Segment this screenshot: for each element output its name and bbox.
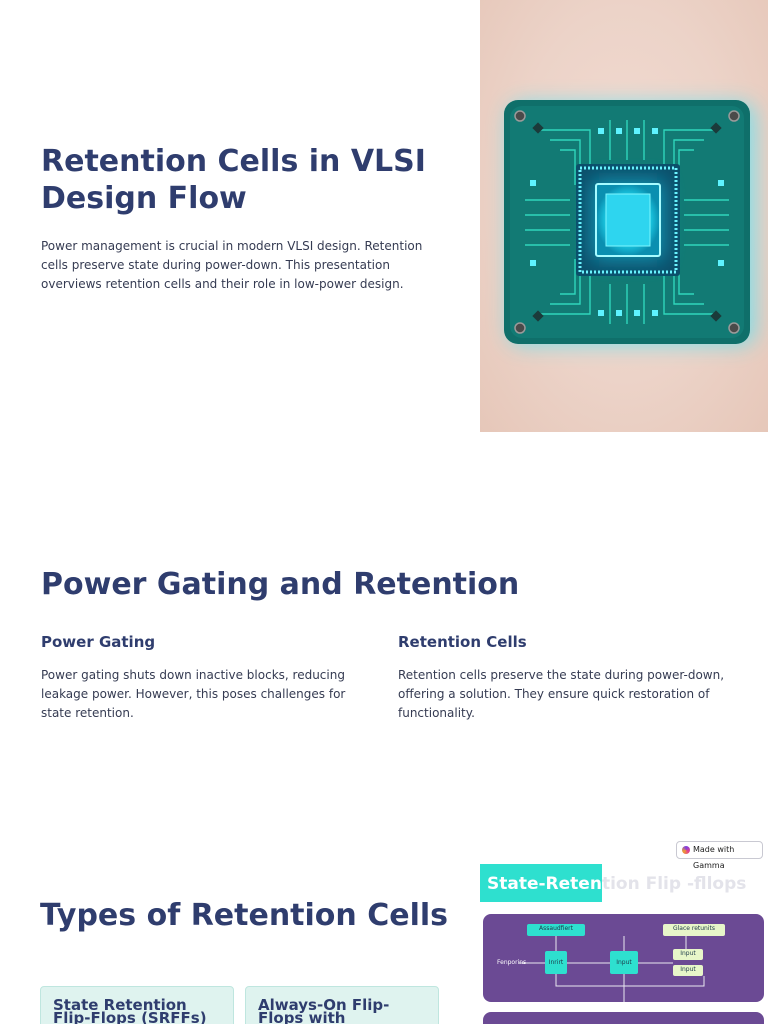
gamma-logo-icon [682,846,690,854]
flip-flop-diagram: Fenporins Assaudfiert Glace retunits Inr… [483,914,764,1002]
card-srff: State Retention Flip-Flops (SRFFs) [40,986,234,1024]
diagram-box-top-right: Glace retunits [663,924,725,936]
made-with-gamma-label: Made with Gamma [693,845,735,870]
figure-heading-bright: State-Reten [487,874,602,894]
slide-title-description: Power management is crucial in modern VL… [41,239,423,291]
flip-flop-diagram-lower [483,1012,764,1024]
chip-illustration [504,100,756,346]
diagram-box-b: Input [610,951,638,974]
card-always-on-flip-flops: Always-On Flip-Flops with Retention Logi… [245,986,439,1024]
state-retention-figure: Made with Gamma State-Retention Flip -fl… [480,836,768,1024]
card-always-on-label: Always-On Flip-Flops with Retention Logi… [258,996,391,1024]
made-with-gamma-badge[interactable]: Made with Gamma [676,841,763,870]
figure-heading-faded: tion Flip -fllops [601,874,747,894]
diagram-box-a: Inrirt [545,951,567,974]
figure-heading-highlight [480,864,602,902]
diagram-connectors [519,936,705,1002]
slide-power-gating-heading: Power Gating and Retention [41,567,520,602]
retention-cells-text: Retention cells preserve the state durin… [398,668,725,720]
slide-power-gating: Power Gating and Retention Power Gating … [0,540,768,780]
diagram-box-d: Input [673,965,703,976]
diagram-left-label: Fenporins [497,959,527,966]
power-gating-heading: Power Gating [41,633,156,651]
card-srff-label: State Retention Flip-Flops (SRFFs) [53,996,207,1024]
diagram-box-c: Input [673,949,703,960]
circuit-chip-image [480,0,768,432]
slide-types-heading: Types of Retention Cells [40,898,449,933]
figure-heading: State-Retention Flip -fllops [487,874,768,894]
retention-cells-column: Retention Cells Retention cells preserve… [398,632,728,723]
power-gating-column: Power Gating Power gating shuts down ina… [41,632,371,723]
slide-title-heading: Retention Cells in VLSI Design Flow [41,144,426,216]
diagram-box-top: Assaudfiert [527,924,585,936]
power-gating-text: Power gating shuts down inactive blocks,… [41,668,346,720]
retention-cells-heading: Retention Cells [398,633,527,651]
slide-title: Retention Cells in VLSI Design Flow Powe… [0,0,768,432]
slide-types-of-retention: Types of Retention Cells State Retention… [0,830,768,1024]
